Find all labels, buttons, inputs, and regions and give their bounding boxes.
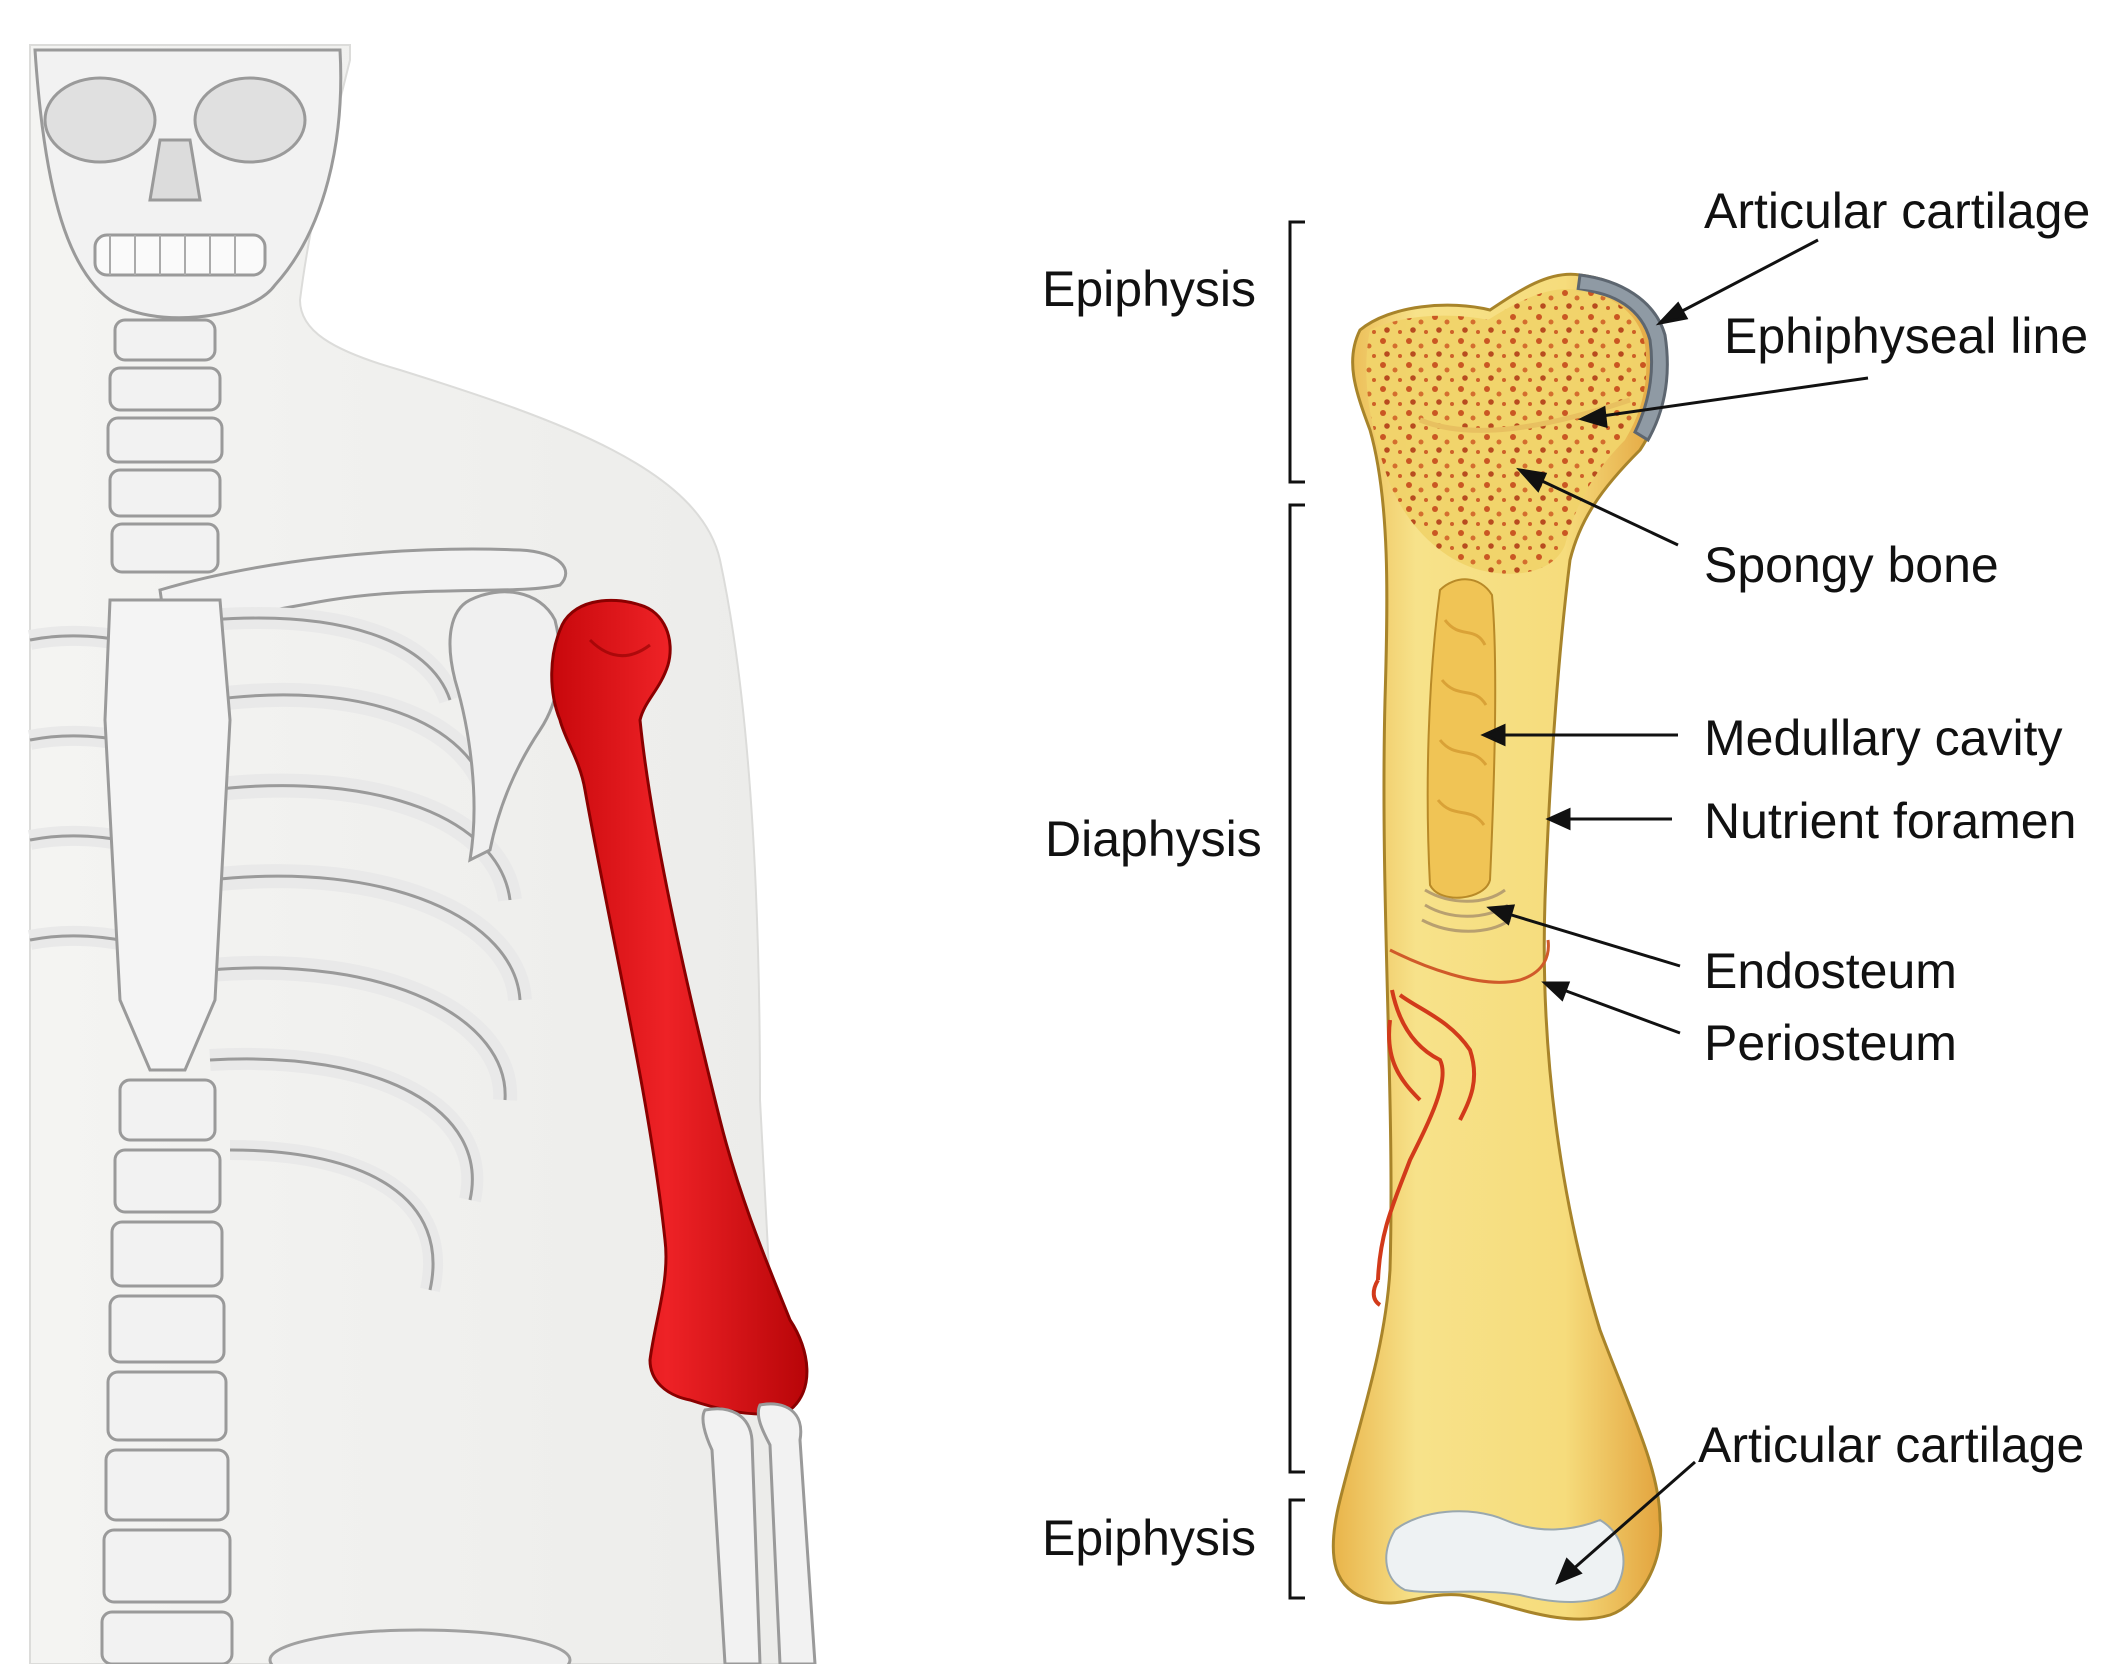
label-nutrient-foramen: Nutrient foramen: [1704, 793, 2076, 849]
bracket-diaphysis: [1290, 505, 1305, 1472]
label-epiphysis-bottom: Epiphysis: [1042, 1510, 1256, 1566]
label-epiphysis-top: Epiphysis: [1042, 261, 1256, 317]
thoracic-spine: [102, 1080, 232, 1664]
bracket-epiphysis-top: [1290, 222, 1305, 482]
label-articular-cartilage-top: Articular cartilage: [1704, 183, 2090, 239]
label-periosteum: Periosteum: [1704, 1015, 1957, 1071]
label-epiphyseal-line: Ephiphyseal line: [1724, 308, 2088, 364]
label-articular-cartilage-bottom: Articular cartilage: [1698, 1417, 2084, 1473]
long-bone-diagram: Epiphysis Diaphysis Epiphysis Articular …: [1042, 183, 2090, 1619]
cervical-spine: [108, 320, 222, 572]
label-spongy-bone: Spongy bone: [1704, 537, 1999, 593]
skeleton-panel: [30, 45, 815, 1664]
bracket-epiphysis-bottom: [1290, 1500, 1305, 1598]
arrow-periosteum: [1550, 985, 1680, 1033]
label-medullary-cavity: Medullary cavity: [1704, 710, 2062, 766]
region-brackets: [1290, 222, 1305, 1598]
label-diaphysis: Diaphysis: [1045, 811, 1262, 867]
medullary-cavity: [1428, 579, 1496, 897]
sternum: [105, 600, 230, 1070]
label-endosteum: Endosteum: [1704, 943, 1957, 999]
